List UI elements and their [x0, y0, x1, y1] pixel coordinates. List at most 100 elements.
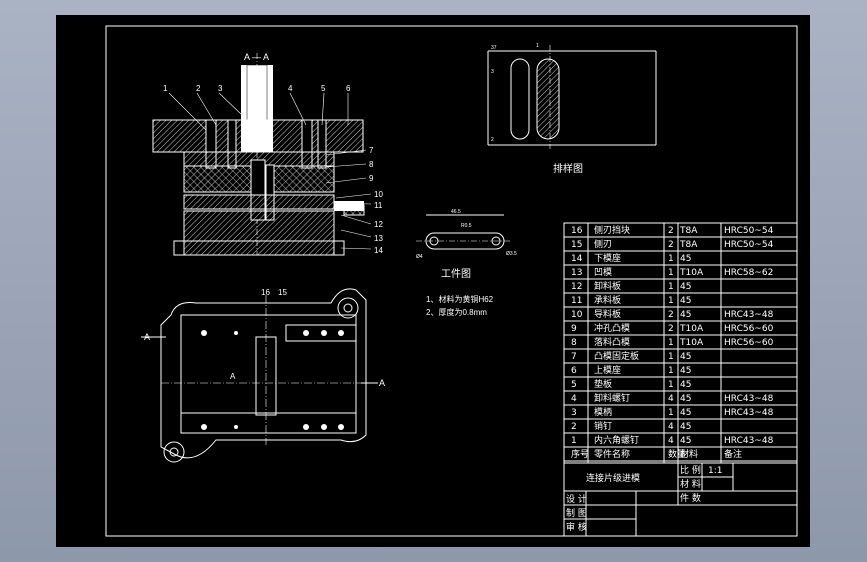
bom-cell-mat: T10A	[679, 338, 704, 348]
bom-cell-name: 凹模	[594, 267, 612, 278]
bom-cell-name: 导料板	[594, 308, 621, 320]
part-number: 11	[374, 201, 383, 210]
view-mark-left: A	[144, 332, 150, 342]
scale-label: 比 例	[680, 464, 701, 476]
bom-cell-no: 14	[571, 254, 583, 264]
part-number: 7	[369, 146, 374, 155]
lower-die-seat	[173, 240, 345, 256]
part-number: 8	[369, 160, 374, 169]
view-mark-right: A	[379, 378, 385, 388]
bom-cell-no: 6	[571, 366, 577, 376]
part-leaders	[168, 92, 372, 250]
bom-cell-qty: 1	[668, 254, 674, 264]
bom-cell-remark: HRC43~48	[724, 310, 774, 320]
bom-cell-mat: 45	[680, 394, 691, 404]
bom-cell-remark: HRC58~62	[724, 268, 773, 278]
part-number: 10	[374, 190, 383, 199]
cad-drawing: A — A	[105, 25, 798, 537]
bom-cell-remark: HRC43~48	[724, 394, 774, 404]
bom-cell-mat: 45	[680, 352, 691, 362]
bom-cell-mat: T10A	[679, 268, 704, 278]
bom-cell-name: 内六角螺钉	[594, 434, 639, 446]
part-number: 9	[369, 174, 374, 183]
bom-cell-no: 13	[571, 268, 582, 278]
draw-label: 制 图	[566, 507, 587, 519]
bom-cell-name: 模柄	[594, 406, 612, 418]
review-label: 审 核	[566, 521, 587, 533]
bom-cell-qty: 4	[668, 394, 674, 404]
bom-cell-mat: 45	[680, 422, 691, 432]
stripper-plate	[183, 194, 335, 210]
bom-cell-name: 侧刃挡块	[594, 224, 630, 236]
bom-cell-qty: 1	[668, 296, 674, 306]
bom-cell-mat: T8A	[679, 240, 698, 250]
part-number: 12	[374, 220, 383, 229]
bom-cell-qty: 1	[668, 380, 674, 390]
bom-cell-mat: 45	[680, 366, 691, 376]
bom-cell-qty: 1	[668, 352, 674, 362]
bom-cell-qty: 4	[668, 436, 674, 446]
bom-cell-name: 卸料板	[594, 280, 621, 292]
bom-cell-no: 15	[571, 240, 582, 250]
bom-cell-mat: 45	[680, 282, 691, 292]
bom-cell-mat: 45	[680, 436, 691, 446]
title-block	[563, 462, 798, 537]
bom-cell-remark: HRC43~48	[724, 436, 774, 446]
bom-cell-qty: 2	[668, 240, 674, 250]
bom-cell-remark: HRC56~60	[724, 324, 774, 334]
strip-dim: 2	[491, 137, 494, 143]
bom-cell-no: 序号	[571, 448, 589, 460]
bom-cell-no: 12	[571, 282, 582, 292]
bom-cell-qty: 1	[668, 338, 674, 348]
bom-cell-qty: 1	[668, 408, 674, 418]
bom-cell-name: 销钉	[594, 420, 612, 432]
workpiece-dim: R0.5	[461, 223, 472, 229]
bom-cell-name: 下模座	[594, 252, 621, 264]
bom-cell-no: 16	[571, 226, 583, 236]
bom-cell-name: 侧刃	[594, 238, 612, 250]
bom-cell-no: 9	[571, 324, 577, 334]
drawing-canvas: A — A	[56, 15, 810, 547]
bom-cell-remark: 备注	[724, 448, 742, 460]
drawing-name: 连接片级进模	[586, 472, 640, 484]
die-plate	[183, 210, 335, 242]
part-number: 14	[374, 246, 383, 255]
strip-title: 排样图	[553, 162, 583, 175]
part-number: 6	[346, 84, 351, 93]
bom-cell-remark: HRC56~60	[724, 338, 774, 348]
sheet-label: 件 数	[680, 492, 701, 504]
bom-cell-qty: 1	[668, 282, 674, 292]
scale-value: 1:1	[708, 466, 722, 476]
strip-dim: 3	[491, 69, 494, 75]
part-number: 2	[196, 84, 201, 93]
bom-cell-no: 1	[571, 436, 577, 446]
bom-cell-qty: 数量	[668, 448, 686, 460]
bom-cell-name: 凸模固定板	[594, 350, 639, 362]
bom-cell-no: 7	[571, 352, 577, 362]
strip-dim: 1	[536, 43, 539, 49]
bom-cell-remark: HRC50~54	[724, 226, 774, 236]
plan-view: 16 15 A A A	[141, 288, 385, 463]
bom-cell-no: 3	[571, 408, 577, 418]
bom-cell-name: 零件名称	[594, 448, 630, 460]
bom-cell-name: 承料板	[594, 294, 621, 306]
bom-cell-mat: 45	[680, 296, 691, 306]
bom-cell-no: 10	[571, 310, 583, 320]
workpiece-dim: Ø4	[416, 254, 423, 260]
view-mark-small: A	[230, 372, 236, 381]
workpiece-dim: Ø3.5	[506, 251, 517, 257]
part-number: 4	[288, 84, 293, 93]
bom-cell-name: 上模座	[594, 364, 621, 376]
bom-cell-mat: 45	[680, 310, 691, 320]
strip-dim: 37	[491, 45, 497, 51]
part-number: 3	[218, 84, 223, 93]
plan-number: 16	[261, 288, 270, 297]
section-label: A — A	[244, 52, 269, 62]
bom-cell-remark: HRC43~48	[724, 408, 774, 418]
bom-cell-name: 落料凸模	[594, 336, 630, 348]
plan-number: 15	[278, 288, 287, 297]
workpiece-dim: 46.5	[451, 209, 461, 215]
bom-cell-qty: 1	[668, 366, 674, 376]
design-label: 设 计	[566, 493, 587, 505]
